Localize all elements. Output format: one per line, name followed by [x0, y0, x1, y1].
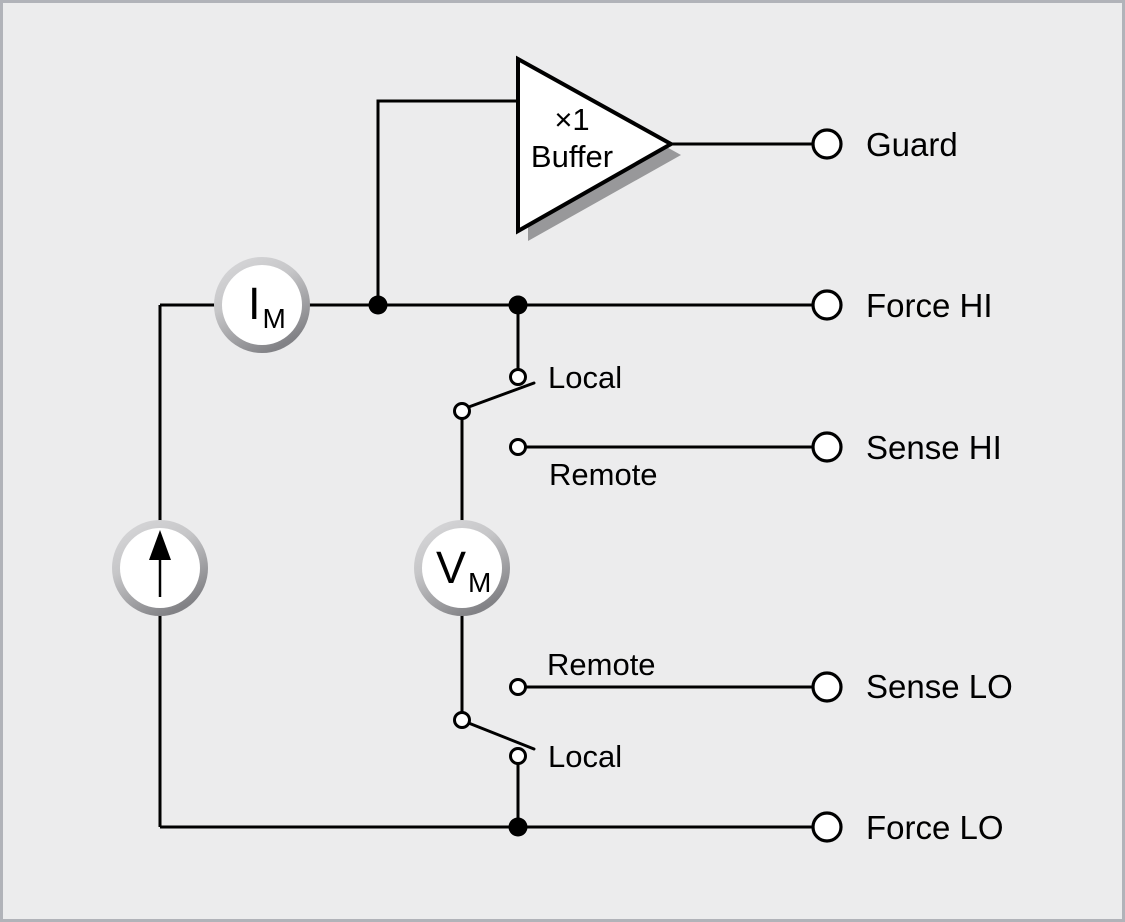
sense-lo-remote-contact — [509, 678, 527, 696]
current-meter-face — [222, 265, 302, 345]
sense-lo-terminal-icon — [811, 671, 843, 703]
force-hi-terminal-icon — [811, 289, 843, 321]
buffer-gain-label: ×1 — [554, 102, 589, 137]
buffer-triangle-icon — [516, 55, 676, 235]
junction-dot — [368, 295, 388, 315]
sense-hi-terminal-icon — [811, 431, 843, 463]
voltage-meter: VM — [414, 520, 510, 616]
sense-hi-remote-label: Remote — [549, 457, 658, 492]
sense-hi-switch-arm — [464, 381, 536, 410]
voltage-meter-face — [422, 528, 502, 608]
sense-hi-local-label: Local — [548, 360, 622, 395]
sense-lo-remote-label: Remote — [547, 647, 656, 682]
up-arrow-head-icon — [149, 530, 171, 560]
buffer-name-label: Buffer — [531, 139, 613, 174]
buffer-amplifier: ×1 Buffer — [516, 55, 681, 241]
junction-dot — [508, 817, 528, 837]
sense-lo-local-label: Local — [548, 739, 622, 774]
junction-dot — [508, 295, 528, 315]
guard-terminal-icon — [811, 128, 843, 160]
voltage-meter-label: VM — [436, 542, 491, 598]
force-lo-terminal-label: Force LO — [866, 809, 1004, 846]
sense-hi-remote-contact — [509, 438, 527, 456]
current-meter: IM — [214, 257, 310, 353]
sense-hi-local-contact — [509, 368, 527, 386]
buffer-input-wire — [376, 99, 518, 305]
guard-terminal-label: Guard — [866, 126, 958, 163]
force-hi-terminal-label: Force HI — [866, 287, 993, 324]
sense-lo-terminal-label: Sense LO — [866, 668, 1013, 705]
sense-hi-common-contact — [453, 402, 471, 420]
sense-lo-common-contact — [453, 711, 471, 729]
force-lo-terminal-icon — [811, 811, 843, 843]
sense-hi-terminal-label: Sense HI — [866, 429, 1002, 466]
current-meter-label: IM — [248, 278, 286, 334]
sense-lo-switch-arm — [464, 720, 536, 751]
current-source — [112, 520, 208, 616]
sense-lo-local-contact — [509, 747, 527, 765]
